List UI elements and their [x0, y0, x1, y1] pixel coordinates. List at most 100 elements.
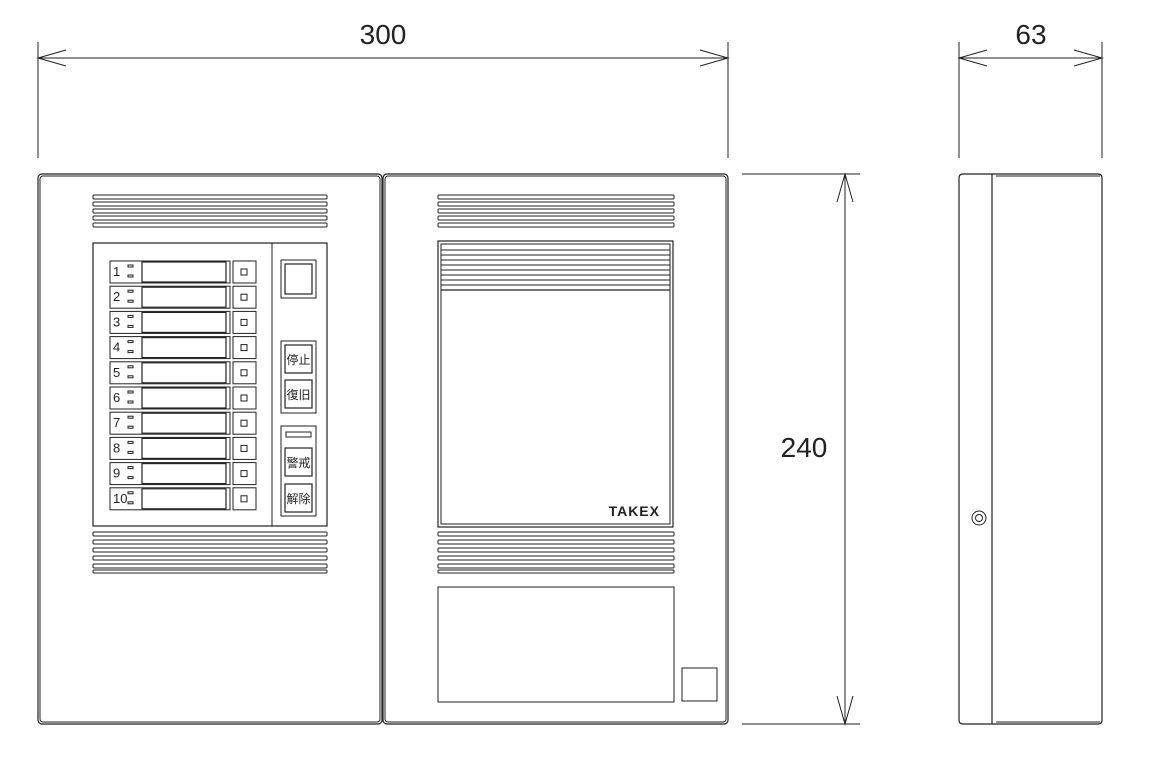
zone-name-window [141, 362, 227, 384]
zone-led [127, 400, 134, 404]
screw-icon [971, 510, 987, 526]
zone-led [127, 289, 134, 293]
zone-button[interactable] [232, 310, 257, 334]
speaker-panel-front: TAKEX [382, 173, 729, 725]
zone-frame [109, 487, 231, 511]
arm-button[interactable]: 警戒 [284, 447, 313, 477]
zone-row: 9 [109, 462, 257, 486]
reset-button[interactable]: 復旧 [284, 379, 313, 409]
zone-led [127, 415, 134, 419]
zone-name-window [141, 463, 227, 485]
zone-button[interactable] [232, 411, 257, 435]
zone-indicator [240, 394, 248, 402]
zone-button[interactable] [232, 462, 257, 486]
zone-indicator [240, 293, 248, 301]
button-column: 停止 復旧 警戒 解除 [280, 259, 317, 517]
brand-logo: TAKEX [609, 503, 660, 519]
zone-led [127, 450, 134, 454]
zone-name-window [141, 387, 227, 409]
zone-led [127, 350, 134, 354]
zone-name-window [141, 286, 227, 308]
zone-button[interactable] [232, 386, 257, 410]
zone-row: 8 [109, 436, 257, 460]
zone-frame [109, 462, 231, 486]
indicator-window [284, 263, 313, 295]
zone-name-window [141, 311, 227, 333]
zone-led [127, 491, 134, 495]
zone-indicator [240, 369, 248, 377]
zone-number: 5 [113, 365, 120, 380]
zone-number: 4 [113, 340, 120, 355]
zone-number: 10 [113, 491, 127, 506]
bottom-vent-grille [92, 531, 328, 574]
zone-row: 2 [109, 285, 257, 309]
zone-frame [109, 260, 231, 284]
zone-led [127, 375, 134, 379]
zone-button[interactable] [232, 436, 257, 460]
zone-led [127, 466, 134, 470]
zone-indicator [240, 344, 248, 352]
zone-led [127, 274, 134, 278]
width-label: 300 [360, 19, 407, 50]
width-dimension: 300 [36, 19, 730, 158]
zone-indicator [240, 419, 248, 427]
zone-name-window [141, 337, 227, 359]
disarm-button-label: 解除 [286, 491, 310, 506]
zone-number: 9 [113, 466, 120, 481]
zone-led [127, 264, 134, 268]
zone-row: 1 [109, 260, 257, 284]
zone-button[interactable] [232, 487, 257, 511]
zone-led [127, 340, 134, 344]
zone-button[interactable] [232, 361, 257, 385]
speaker-grille [441, 249, 670, 291]
zone-indicator [240, 268, 248, 276]
zone-frame [109, 386, 231, 410]
zone-button[interactable] [232, 260, 257, 284]
zone-name-window [141, 437, 227, 459]
zone-led [127, 324, 134, 328]
zone-number: 1 [113, 264, 120, 279]
depth-dimension: 63 [957, 19, 1104, 158]
zone-frame [109, 285, 231, 309]
zone-name-window [141, 488, 227, 510]
zone-led [127, 299, 134, 303]
zone-number: 8 [113, 440, 120, 455]
zone-row: 4 [109, 336, 257, 360]
zone-led [127, 501, 134, 505]
zone-name-window [141, 261, 227, 283]
stop-button[interactable]: 停止 [284, 344, 313, 374]
zone-frame [109, 310, 231, 334]
zone-indicator [240, 495, 248, 503]
zone-led [127, 314, 134, 318]
stop-button-label: 停止 [286, 352, 310, 367]
zone-indicator [240, 318, 248, 326]
zone-frame [109, 361, 231, 385]
zone-indicator [240, 470, 248, 478]
zone-led [127, 425, 134, 429]
arm-button-label: 警戒 [286, 455, 310, 470]
zone-row: 5 [109, 361, 257, 385]
zone-frame [109, 411, 231, 435]
reset-button-label: 復旧 [286, 387, 310, 402]
zone-indicator [240, 444, 248, 452]
disarm-button[interactable]: 解除 [284, 483, 313, 513]
zone-number: 3 [113, 314, 120, 329]
height-dimension: 240 [742, 172, 860, 726]
zone-name-window [141, 412, 227, 434]
zone-button[interactable] [232, 336, 257, 360]
zone-number: 2 [113, 289, 120, 304]
zone-button[interactable] [232, 285, 257, 309]
top-vent-grille [92, 194, 328, 228]
zone-row: 6 [109, 386, 257, 410]
depth-label: 63 [1015, 19, 1046, 50]
label-plate [437, 586, 675, 703]
height-label: 240 [781, 432, 828, 463]
bottom-vent-grille-right [437, 531, 675, 574]
zone-frame [109, 336, 231, 360]
zone-led [127, 365, 134, 369]
small-window [681, 667, 718, 702]
status-lamp [285, 431, 312, 438]
